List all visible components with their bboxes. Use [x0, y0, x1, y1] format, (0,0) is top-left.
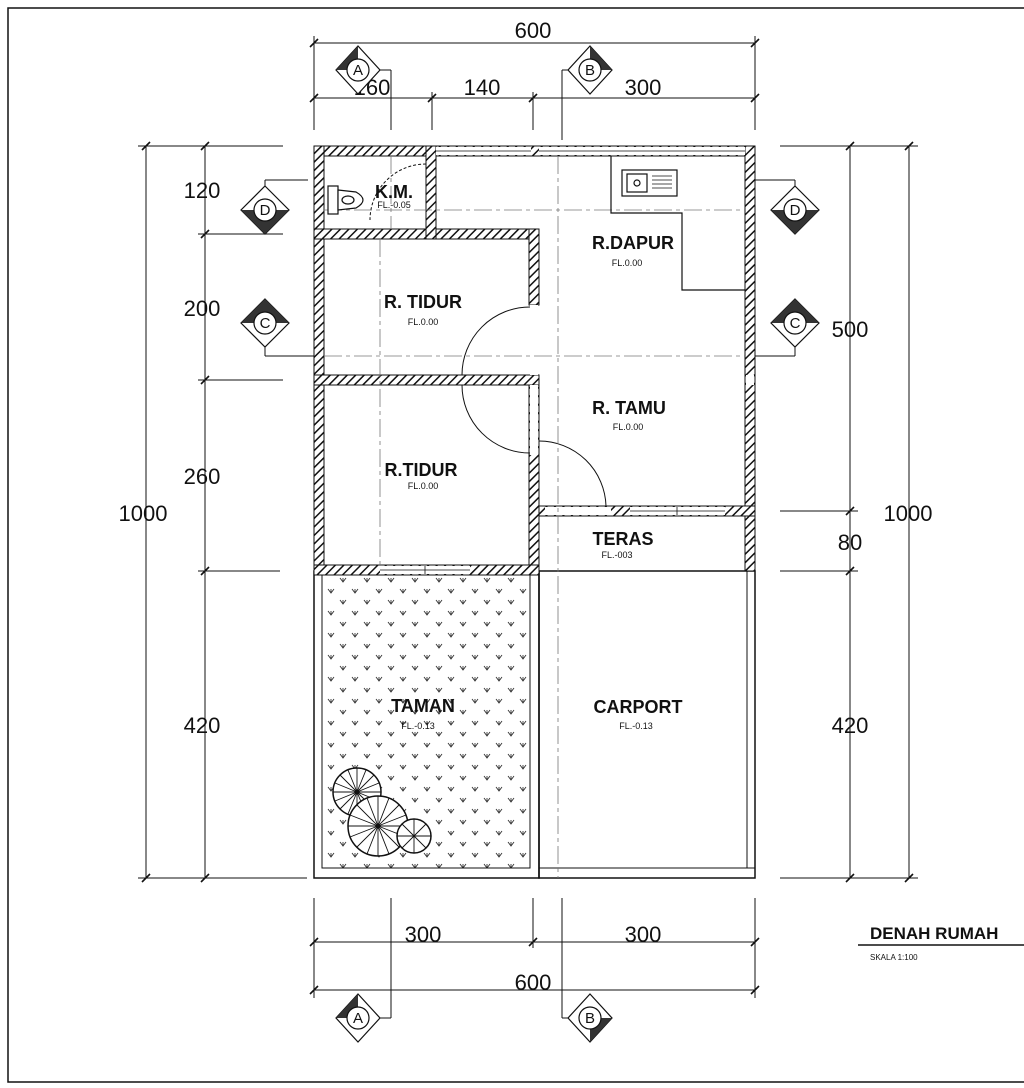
- dim-right-total: 1000: [884, 501, 933, 526]
- room-level-km: FL.-0.05: [377, 200, 411, 210]
- wall-left: [313, 145, 325, 572]
- section-label-a-top: A: [353, 62, 363, 79]
- opening-right-wall: [746, 375, 754, 385]
- section-label-b-top: B: [585, 62, 595, 79]
- dim-right-2: 80: [838, 530, 862, 555]
- section-marker-b-bottom: B: [561, 898, 613, 1043]
- wall-bathroom-right: [425, 145, 437, 240]
- room-name-tamu: R. TAMU: [592, 398, 666, 418]
- room-level-teras: FL.-003: [601, 550, 632, 560]
- tree-icon: [332, 767, 432, 857]
- wall-bedroom-right: [528, 228, 540, 306]
- dimension-ticks: [141, 38, 914, 995]
- room-level-carport: FL.-0.13: [619, 721, 653, 731]
- dim-bottom-2: 300: [625, 922, 662, 947]
- dim-left-1: 120: [184, 178, 221, 203]
- drawing-scale: SKALA 1:100: [870, 953, 918, 962]
- door-opening-bedroom1: [530, 305, 538, 375]
- section-marker-b-top: B: [561, 45, 613, 140]
- drawing-title: DENAH RUMAH: [870, 924, 998, 943]
- section-label-d-left: D: [260, 202, 271, 219]
- dim-left-total: 1000: [119, 501, 168, 526]
- room-level-taman: FL.-0.13: [401, 721, 435, 731]
- section-label-b-bottom: B: [585, 1010, 595, 1027]
- door-bedroom1: [461, 306, 531, 376]
- room-level-tidur2: FL.0.00: [408, 481, 439, 491]
- section-marker-a-top: A: [335, 45, 392, 130]
- dim-left-2: 200: [184, 296, 221, 321]
- room-name-tidur1: R. TIDUR: [384, 292, 462, 312]
- dim-right-1: 500: [832, 317, 869, 342]
- kitchen-counter: [610, 156, 745, 291]
- room-name-teras: TERAS: [592, 529, 653, 549]
- wall-bathroom-bottom: [313, 228, 437, 240]
- wall-bedroom-middle: [313, 374, 540, 386]
- sheet-border: [7, 7, 1024, 1083]
- room-level-tidur1: FL.0.00: [408, 317, 439, 327]
- axis-lines: [324, 156, 745, 878]
- dim-top-3: 300: [625, 75, 662, 100]
- room-level-tamu: FL.0.00: [613, 422, 644, 432]
- room-name-dapur: R.DAPUR: [592, 233, 674, 253]
- section-marker-d-left: D: [240, 179, 308, 235]
- section-label-d-right: D: [790, 202, 801, 219]
- room-name-km: K.M.: [375, 182, 413, 202]
- door-opening-bedroom2: [530, 385, 538, 455]
- toilet-icon: [327, 185, 364, 215]
- room-name-taman: TAMAN: [391, 696, 455, 716]
- section-marker-a-bottom: A: [335, 898, 392, 1043]
- wall-bedroom-top-ext: [435, 228, 540, 240]
- section-marker-c-left: C: [240, 298, 314, 357]
- section-label-c-right: C: [790, 315, 801, 332]
- door-opening-main: [545, 507, 611, 515]
- dim-right-3: 420: [832, 713, 869, 738]
- door-main: [538, 440, 607, 507]
- dim-top-total: 600: [515, 18, 552, 43]
- section-label-a-bottom: A: [353, 1010, 363, 1027]
- room-level-dapur: FL.0.00: [612, 258, 643, 268]
- section-marker-d-right: D: [755, 179, 820, 235]
- door-bedroom2: [461, 384, 531, 454]
- room-name-carport: CARPORT: [594, 697, 683, 717]
- dim-left-4: 420: [184, 713, 221, 738]
- room-name-tidur2: R.TIDUR: [385, 460, 458, 480]
- dim-left-3: 260: [184, 464, 221, 489]
- dim-bottom-total: 600: [515, 970, 552, 995]
- section-label-c-left: C: [260, 315, 271, 332]
- dim-top-2: 140: [464, 75, 501, 100]
- dim-bottom-1: 300: [405, 922, 442, 947]
- door-bathroom: [369, 158, 427, 228]
- section-marker-c-right: C: [755, 298, 820, 357]
